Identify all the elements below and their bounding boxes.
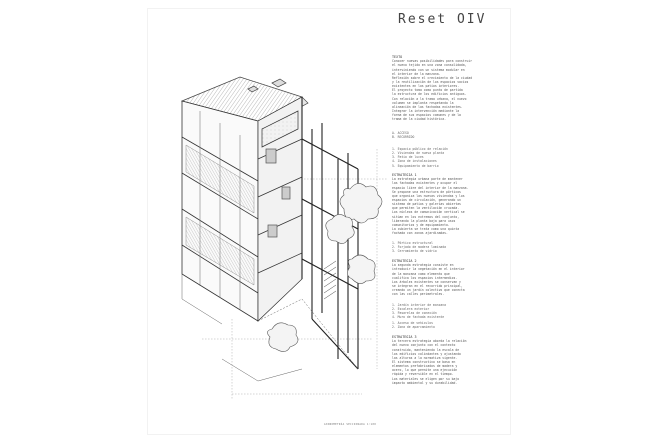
notes-line: 3. Patio de luces bbox=[392, 155, 424, 160]
notes-line: 3. Pasarelas de conexión bbox=[392, 311, 437, 316]
notes-line: 1. Jardín interior de manzana bbox=[392, 303, 447, 307]
trees bbox=[267, 183, 383, 352]
notes-line: cualifica los espacios intermedios. bbox=[392, 275, 458, 280]
notes-line: 2. Forjado de madera laminada bbox=[392, 245, 447, 250]
notes-line: fachada con zonas ajardinadas. bbox=[392, 231, 448, 236]
notes-line: creando un jardín colectivo que conecta bbox=[392, 288, 465, 293]
notes-line: acero, lo que permite una ejecución bbox=[392, 368, 458, 373]
notes-line: forma de sus espacios comunes y de la bbox=[392, 113, 461, 118]
notes-heading: ESTRATEGIA 3 bbox=[392, 335, 417, 339]
notes-line: elementos prefabricados de madera y bbox=[392, 364, 458, 369]
notes-line: Los árboles existentes se conservan y bbox=[392, 279, 461, 284]
notes-line: trama de la ciudad histórica. bbox=[392, 117, 447, 122]
facade-front bbox=[181, 100, 259, 322]
ground bbox=[181, 274, 359, 382]
notes-line: 2. Escalera exterior bbox=[392, 307, 430, 312]
notes-line: B. RECORRIDO bbox=[392, 135, 415, 140]
notes-line: La segunda estrategia consiste en bbox=[392, 263, 454, 268]
notes-line: espacios de circulación, generando un bbox=[392, 197, 461, 202]
notes-line: Integrar la intervención mediante la bbox=[392, 109, 460, 114]
sheet-title: Reset OIV bbox=[398, 12, 487, 27]
notes-line: introducir la vegetación en el interior bbox=[392, 267, 465, 272]
notes-line: Con relación a la trama urbana, el nuevo bbox=[392, 96, 467, 101]
notes-heading: ESTRATEGIA 1 bbox=[392, 173, 417, 177]
notes-line: 5. Equipamiento de barrio bbox=[392, 163, 439, 168]
notes-line: que organiza las nuevas viviendas y los bbox=[392, 193, 465, 198]
notes-line: El sistema constructivo se basa en bbox=[392, 359, 456, 364]
notes-line: impacto ambiental y su durabilidad. bbox=[392, 380, 458, 385]
notes-line: A. ACCESO bbox=[392, 131, 409, 135]
notes-line: construido, manteniendo la escala de bbox=[392, 347, 460, 352]
notes-line: de la manzana como elemento que bbox=[392, 271, 450, 276]
notes-line: Reflexión sobre el crecimiento de la ciu… bbox=[392, 75, 473, 80]
notes-line: Los núcleos de comunicación vertical se bbox=[392, 210, 465, 215]
notes-heading: ESTRATEGIA 2 bbox=[392, 259, 417, 263]
axonometric-section-drawing bbox=[180, 76, 388, 399]
notes-line: comunitarios y de equipamiento. bbox=[392, 222, 450, 227]
notes-line: las alturas a la normativa vigente. bbox=[392, 355, 458, 360]
notes-line: 2. Viviendas de nueva planta bbox=[392, 151, 445, 156]
notes-line: y la reutilización de los espacios vacío… bbox=[392, 79, 469, 84]
notes-line: volumen se implanta respetando la bbox=[392, 100, 454, 105]
notes-line: Se propone una estructura de pórticos bbox=[392, 189, 461, 194]
section-cut bbox=[257, 96, 303, 322]
notes-line: se integran en el recorrido principal, bbox=[392, 283, 463, 288]
notes-line: 1. Pórtico estructural bbox=[392, 241, 433, 245]
notes-line: el interior de la manzana. bbox=[392, 71, 441, 76]
notes-line: existentes en los patios interiores. bbox=[392, 84, 460, 89]
notes-line: 3. Cerramiento de vidrio bbox=[392, 249, 437, 254]
notes-line: 4. Muro de fachada existente bbox=[392, 315, 445, 320]
notes-line: interviniendo con un sistema modular en bbox=[392, 67, 465, 72]
drawing-sheet: Reset OIV bbox=[147, 8, 511, 435]
notes-line: Conocer nuevas posibilidades para constr… bbox=[392, 59, 473, 64]
stair bbox=[323, 260, 337, 300]
notes-line: La cubierta se trata como una quinta bbox=[392, 227, 460, 232]
notes-line: 1. Espacio público de relación bbox=[392, 147, 448, 151]
notes-line: el nuevo tejido en una zona consolidada, bbox=[392, 63, 467, 68]
notes-line: 1. Acceso de vehículos bbox=[392, 321, 433, 325]
notes-line: la estructura de los edificios antiguos. bbox=[392, 92, 467, 97]
notes-line: liberando la planta baja para usos bbox=[392, 218, 456, 223]
notes-line: rápida y reversible en el tiempo. bbox=[392, 372, 454, 377]
notes-line: 2. Zona de aparcamiento bbox=[392, 325, 435, 330]
notes-line: sistema de patios y galerías abiertas bbox=[392, 202, 461, 207]
drawing-caption: AXONOMETRÍA SECCIONADA 1:100 bbox=[324, 423, 377, 426]
notes-line: espacio libre del interior de la manzana… bbox=[392, 185, 469, 190]
notes-heading: TEXTO bbox=[392, 55, 403, 59]
notes-line: alineación de las fachadas existentes. bbox=[392, 104, 463, 109]
notes-line: El proyecto toma como punto de partida bbox=[392, 88, 463, 93]
notes-line: La tercera estrategia aborda la relación bbox=[392, 339, 467, 344]
notes-line: que permiten la ventilación cruzada. bbox=[392, 206, 460, 211]
notes-line: Los materiales se eligen por su bajo bbox=[392, 376, 460, 381]
notes-line: los edificios colindantes y ajustando bbox=[392, 351, 461, 356]
notes-line: sitúan en los extremos del conjunto, bbox=[392, 214, 460, 219]
notes-line: del nuevo conjunto con el contexto bbox=[392, 343, 456, 348]
notes-line: las fachadas existentes y ocupar el bbox=[392, 181, 458, 186]
notes-line: con las calles perimetrales. bbox=[392, 292, 445, 297]
notes-line: La estrategia urbana parte de mantener bbox=[392, 177, 463, 182]
notes-line: 4. Zona de instalaciones bbox=[392, 159, 437, 164]
